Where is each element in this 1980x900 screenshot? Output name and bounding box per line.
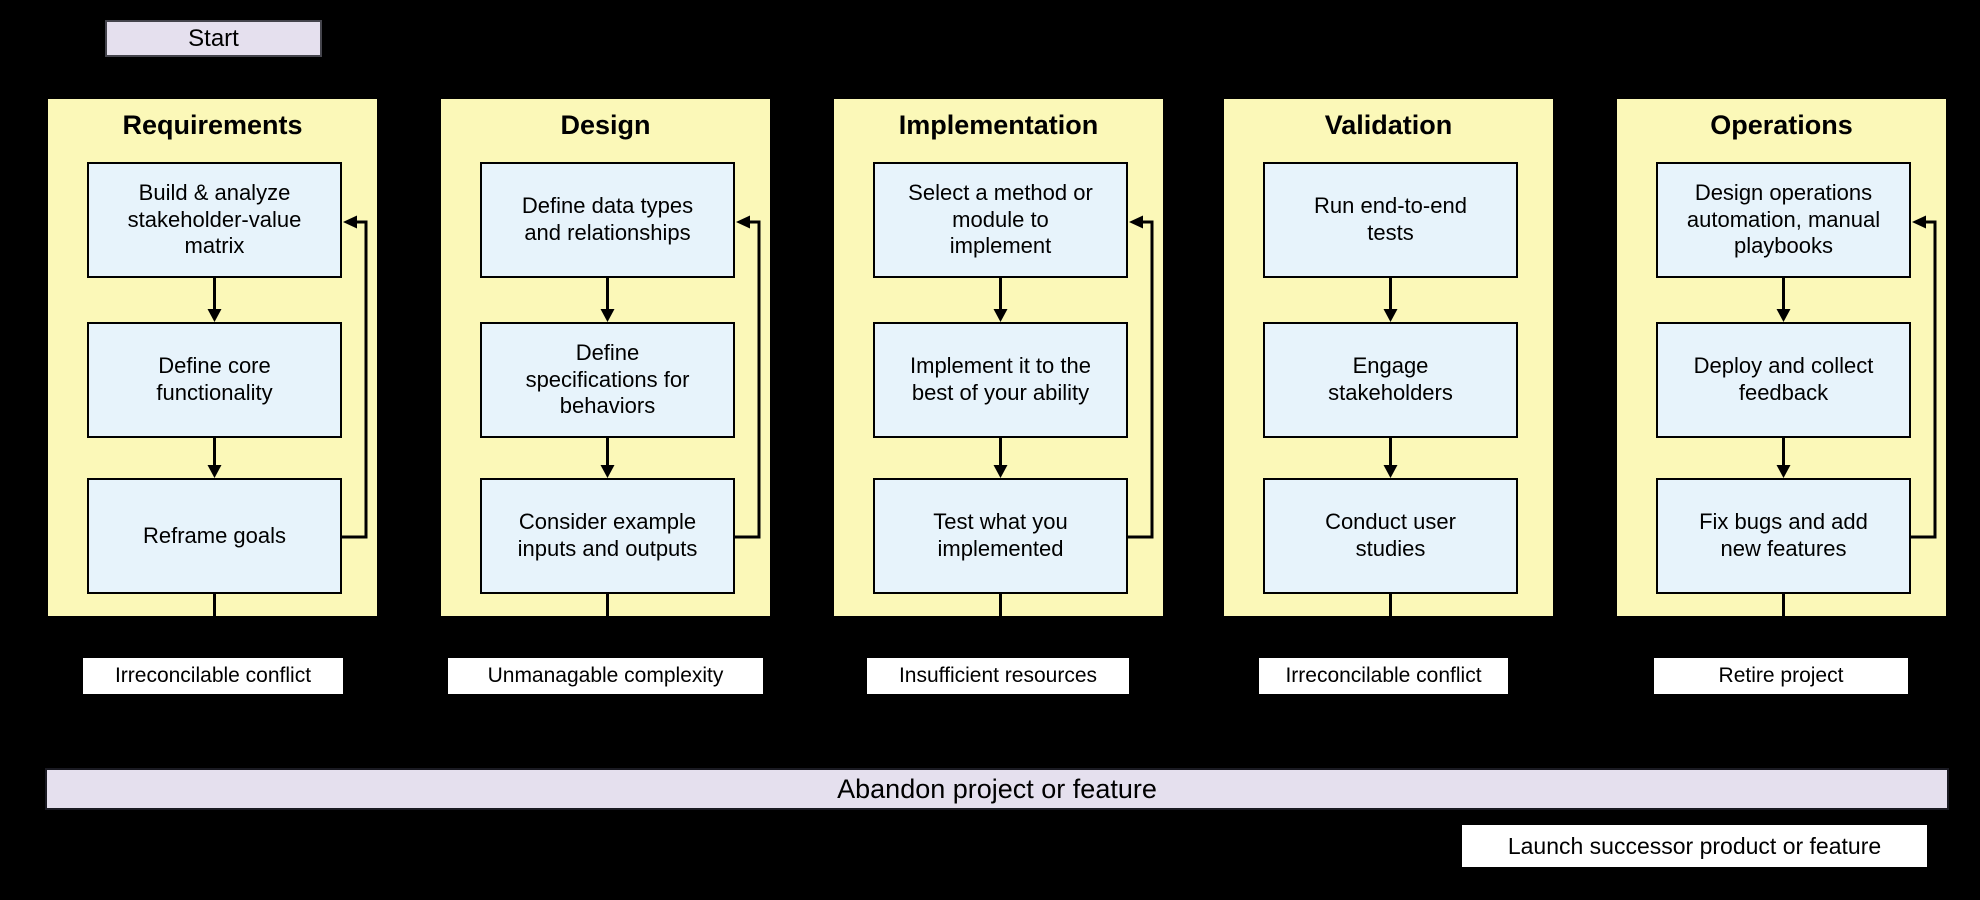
stage-title: Operations (1710, 110, 1853, 140)
stage-title: Design (560, 110, 651, 140)
stage-title: Validation (1324, 110, 1453, 140)
step-box: Reframe goals (87, 478, 342, 594)
exit-condition-label: Retire project (1654, 658, 1908, 694)
step-box: Fix bugs and add new features (1656, 478, 1911, 594)
launch-successor-box: Launch successor product or feature (1462, 825, 1927, 867)
step-box: Implement it to the best of your ability (873, 322, 1128, 438)
step-box: Define core functionality (87, 322, 342, 438)
launch-label: Launch successor product or feature (1507, 832, 1882, 859)
step-box: Select a method or module to implement (873, 162, 1128, 278)
exit-condition-label: Irreconcilable conflict (83, 658, 343, 694)
step-box: Design operations automation, manual pla… (1656, 162, 1911, 278)
step-box: Define specifications for behaviors (480, 322, 735, 438)
stage-column-validation: Validation Run end-to-end tests Engage s… (1221, 96, 1556, 619)
step-box: Define data types and relationships (480, 162, 735, 278)
stage-column-implementation: Implementation Select a method or module… (831, 96, 1166, 619)
stage-column-requirements: Requirements Build & analyze stakeholder… (45, 96, 380, 619)
step-box: Test what you implemented (873, 478, 1128, 594)
stage-column-operations: Operations Design operations automation,… (1614, 96, 1949, 619)
exit-condition-label: Irreconcilable conflict (1259, 658, 1508, 694)
start-node: Start (105, 20, 322, 57)
exit-condition-label: Insufficient resources (867, 658, 1129, 694)
start-label: Start (188, 24, 239, 52)
step-box: Conduct user studies (1263, 478, 1518, 594)
stage-title: Requirements (122, 110, 303, 140)
abandon-bar: Abandon project or feature (45, 768, 1949, 810)
exit-condition-label: Unmanagable complexity (448, 658, 763, 694)
stage-column-design: Design Define data types and relationshi… (438, 96, 773, 619)
stage-title: Implementation (898, 110, 1099, 140)
step-box: Deploy and collect feedback (1656, 322, 1911, 438)
step-box: Engage stakeholders (1263, 322, 1518, 438)
step-box: Consider example inputs and outputs (480, 478, 735, 594)
step-box: Build & analyze stakeholder-value matrix (87, 162, 342, 278)
abandon-label: Abandon project or feature (837, 773, 1157, 804)
step-box: Run end-to-end tests (1263, 162, 1518, 278)
